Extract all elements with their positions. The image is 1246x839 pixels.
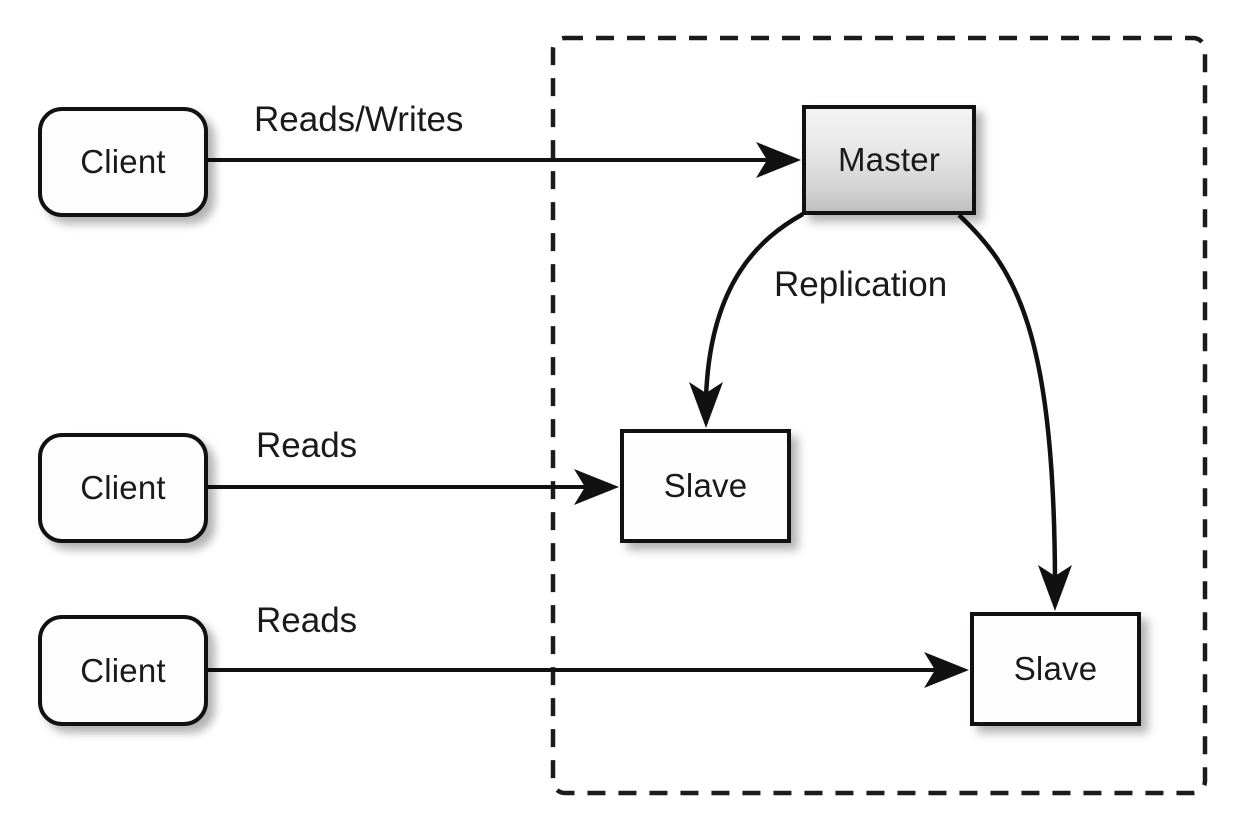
edge-label-reads-writes: Reads/Writes — [254, 100, 464, 139]
node-client-3-label: Client — [80, 651, 166, 689]
node-slave-2-label: Slave — [1013, 650, 1098, 687]
node-client-2[interactable]: Client — [38, 433, 208, 543]
arrowhead-client3-slave2 — [924, 652, 969, 688]
dashed-boundary-rect — [550, 35, 1208, 796]
node-master[interactable]: Master — [802, 105, 976, 215]
node-client-3[interactable]: Client — [38, 615, 208, 726]
arrowhead-client2-slave1 — [574, 469, 619, 505]
arrowhead-client1-master — [756, 142, 801, 178]
node-client-1[interactable]: Client — [38, 107, 208, 217]
edge-label-reads-2: Reads — [256, 601, 358, 640]
edge-label-reads-1: Reads — [256, 426, 358, 465]
edge-curve-master-slave1 — [703, 212, 805, 399]
node-master-label: Master — [837, 141, 941, 178]
edge-curve-master-slave2 — [957, 213, 1058, 581]
node-slave-1-label: Slave — [663, 467, 748, 504]
edge-label-replication: Replication — [774, 265, 948, 304]
arrowhead-master-slave1 — [689, 382, 723, 428]
node-slave-2[interactable]: Slave — [970, 612, 1141, 726]
node-client-1-label: Client — [80, 143, 166, 180]
arrowhead-master-slave2 — [1038, 565, 1072, 611]
node-client-2-label: Client — [80, 469, 166, 506]
node-slave-1[interactable]: Slave — [620, 429, 791, 543]
